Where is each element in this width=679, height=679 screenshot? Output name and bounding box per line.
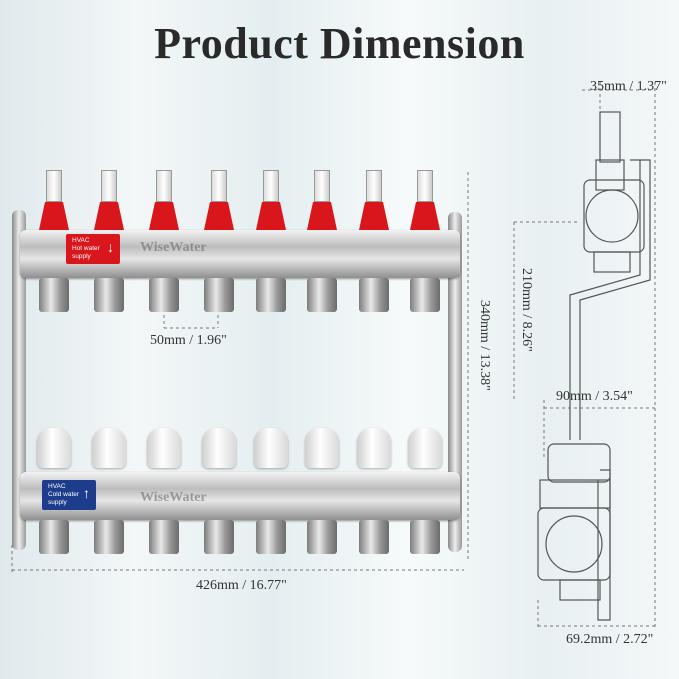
page-title: Product Dimension bbox=[154, 19, 525, 68]
outlet-fitting bbox=[410, 278, 440, 312]
hot-label-line3: supply bbox=[72, 253, 91, 260]
hot-water-label: HVAC Hot water supply ↓ bbox=[66, 234, 120, 264]
actuator-cap bbox=[202, 428, 236, 468]
outlet-fitting bbox=[256, 278, 286, 312]
down-arrow-icon: ↓ bbox=[107, 239, 114, 255]
hot-label-line1: HVAC bbox=[72, 237, 90, 244]
dimension-outlet-height: 210mm / 8.26" bbox=[519, 268, 534, 352]
dimension-bottom-width: 69.2mm / 2.72" bbox=[566, 632, 654, 647]
flowmeter bbox=[410, 170, 440, 230]
left-bracket bbox=[12, 210, 26, 550]
actuator-cap bbox=[92, 428, 126, 468]
cold-label-line2: Cold water bbox=[48, 491, 80, 498]
hot-label-line2: Hot water bbox=[72, 245, 100, 252]
up-arrow-icon: ↑ bbox=[83, 485, 90, 501]
brand-name-top: WiseWater bbox=[140, 240, 207, 255]
dimension-depth: 90mm / 3.54" bbox=[556, 389, 633, 404]
brand-name-bottom: WiseWater bbox=[140, 490, 207, 505]
outlet-fitting bbox=[94, 278, 124, 312]
right-bracket bbox=[448, 212, 462, 552]
actuator-cap bbox=[37, 428, 71, 468]
flowmeter bbox=[39, 170, 69, 230]
outlet-fitting bbox=[149, 278, 179, 312]
flowmeter bbox=[256, 170, 286, 230]
actuator-cap bbox=[357, 428, 391, 468]
return-fitting bbox=[39, 520, 69, 554]
flowmeter bbox=[94, 170, 124, 230]
outlet-fitting bbox=[359, 278, 389, 312]
return-fitting bbox=[359, 520, 389, 554]
return-fitting bbox=[94, 520, 124, 554]
dimension-width: 426mm / 16.77" bbox=[196, 578, 287, 593]
dimension-top-width: 35mm / 1.37" bbox=[590, 79, 667, 94]
actuator-cap bbox=[305, 428, 339, 468]
actuator-cap bbox=[408, 428, 442, 468]
outlet-fitting bbox=[307, 278, 337, 312]
cold-label-line1: HVAC bbox=[48, 483, 66, 490]
return-fitting bbox=[256, 520, 286, 554]
actuator-cap bbox=[147, 428, 181, 468]
return-fitting bbox=[149, 520, 179, 554]
return-fitting bbox=[204, 520, 234, 554]
dimension-spacing: 50mm / 1.96" bbox=[150, 333, 227, 348]
dimension-height: 340mm / 13.38" bbox=[477, 300, 492, 391]
cold-label-line3: supply bbox=[48, 499, 67, 506]
flowmeter bbox=[204, 170, 234, 230]
outlet-fitting bbox=[204, 278, 234, 312]
return-fitting bbox=[410, 520, 440, 554]
cold-water-label: HVAC Cold water supply ↑ bbox=[42, 480, 96, 510]
flowmeter bbox=[307, 170, 337, 230]
return-fitting bbox=[307, 520, 337, 554]
flowmeter bbox=[359, 170, 389, 230]
outlet-fitting bbox=[39, 278, 69, 312]
flowmeter bbox=[149, 170, 179, 230]
actuator-cap bbox=[254, 428, 288, 468]
